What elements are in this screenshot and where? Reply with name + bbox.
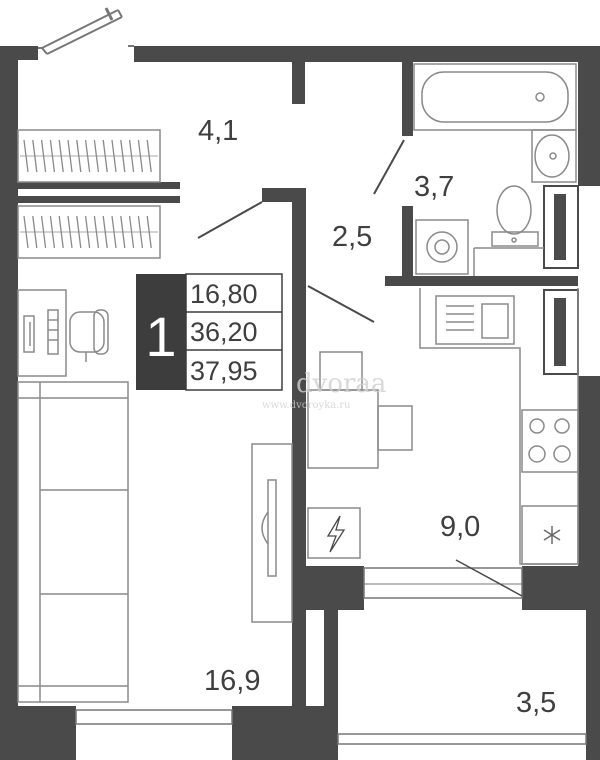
sink (531, 129, 577, 183)
bathroom-fixtures (413, 63, 577, 276)
desk (17, 289, 67, 377)
window-kitchen (363, 567, 523, 599)
wall-bath-left-low (402, 206, 413, 278)
wall-partition (292, 188, 306, 706)
wardrobe-upper (17, 129, 161, 183)
wall-hall-b (18, 196, 180, 203)
label-bedroom: 16,9 (204, 665, 260, 697)
wall-bottom-left (0, 706, 76, 760)
wall-bath-left (402, 62, 413, 136)
electric-panel (307, 507, 361, 559)
stove (521, 409, 579, 473)
wall-top-left (0, 46, 38, 60)
door-balcony (455, 559, 523, 597)
wall-outer-right (578, 46, 600, 186)
toilet-tank (491, 231, 539, 247)
door-kitchen (307, 285, 375, 323)
bathtub (413, 63, 577, 131)
watermark-url: www.dvoroyka.ru (262, 400, 351, 411)
toilet-bowl (496, 185, 532, 235)
wardrobes (17, 129, 161, 259)
fridge (521, 505, 579, 565)
tv-stand (251, 443, 293, 623)
tv (267, 479, 277, 577)
wall-balcony-right (586, 596, 600, 760)
area-with-balcony: 37,95 (190, 356, 258, 386)
door-bedroom (197, 201, 263, 239)
wall-balcony-left (324, 566, 338, 760)
monitor (23, 315, 35, 353)
window-bedroom (75, 709, 233, 725)
label-kitchen: 9,0 (440, 511, 480, 543)
label-corridor: 2,5 (332, 221, 372, 253)
desk-chair (69, 311, 105, 353)
snowflake-icon (543, 526, 561, 544)
room-labels: 4,1 3,7 2,5 9,0 16,9 3,5 (198, 115, 556, 719)
wall-outer-left (0, 46, 18, 710)
door-bathroom (373, 139, 405, 195)
windows (75, 185, 587, 745)
entry-door (38, 7, 134, 55)
lightning-icon (326, 515, 346, 553)
bedroom-furniture (17, 289, 293, 703)
area-badge: 1 16,80 36,20 37,95 (136, 273, 283, 391)
sofa (17, 381, 129, 703)
rooms-count: 1 (145, 305, 176, 368)
washing-machine (415, 219, 469, 275)
wall-hall-a (18, 182, 180, 189)
label-balcony: 3,5 (516, 687, 556, 719)
wardrobe-lower (17, 205, 161, 259)
walls (0, 46, 600, 760)
chair-top (319, 351, 363, 391)
window-balcony (337, 733, 587, 745)
interior-doors (197, 139, 523, 597)
label-bathroom: 3,7 (414, 171, 454, 203)
watermark-logo: dvoraa (296, 369, 386, 399)
rooms-badge (136, 274, 186, 390)
label-hall: 4,1 (198, 115, 238, 147)
chair-right (377, 405, 413, 451)
area-total: 36,20 (190, 317, 258, 347)
wall-top-right (134, 46, 600, 62)
wall-stub-hall (292, 62, 305, 104)
kitchen-fixtures (307, 288, 579, 565)
kitchen-sink (435, 295, 515, 345)
wall-right-mid (578, 376, 600, 586)
wall-bath-bottom (385, 276, 578, 286)
watermark: dvoraa www.dvoroyka.ru (262, 369, 386, 411)
area-living: 16,80 (190, 279, 258, 309)
wall-bedroom-bottom-right (232, 706, 338, 760)
